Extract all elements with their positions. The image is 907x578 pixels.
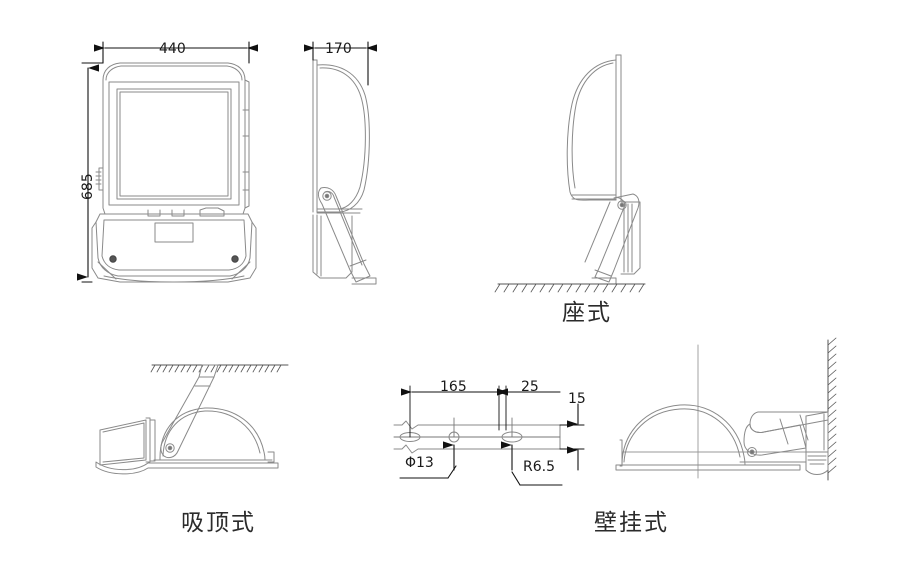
ceiling-view-geometry (95, 364, 289, 475)
front-view-height-dimension (77, 62, 104, 283)
caption-ceiling-mount: 吸顶式 (181, 510, 256, 536)
hole-diameter-label: Φ13 (405, 455, 434, 471)
wall-view-geometry (615, 337, 837, 481)
side-view-geometry (312, 59, 377, 285)
front-view-geometry (91, 62, 257, 283)
side-view-depth-dimension (304, 41, 377, 86)
slot-radius-label: R6.5 (523, 459, 555, 475)
plate-hole-spacing-label: 165 (440, 379, 467, 395)
side-view-depth-label: 170 (325, 41, 352, 57)
front-view-height-label: 685 (80, 173, 96, 200)
pedestal-view-geometry (494, 54, 646, 293)
front-view-width-dimension (94, 41, 258, 64)
plate-edge-offset-label: 25 (521, 379, 539, 395)
mounting-plate-geometry (393, 385, 561, 454)
front-view-width-label: 440 (159, 41, 186, 57)
caption-pedestal-mount: 座式 (562, 300, 612, 326)
caption-wall-mount: 壁挂式 (594, 510, 669, 536)
mounting-plate-dimensions (399, 388, 585, 486)
plate-thickness-label: 15 (568, 391, 586, 407)
